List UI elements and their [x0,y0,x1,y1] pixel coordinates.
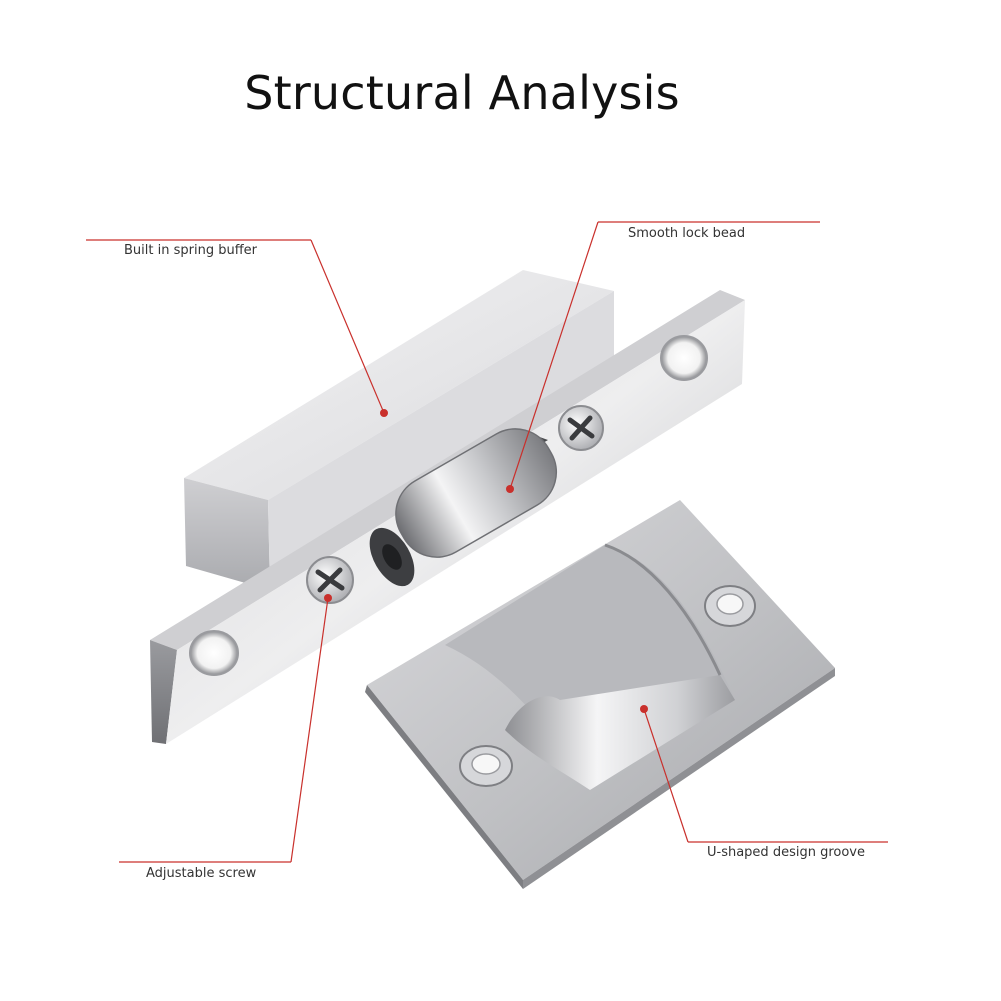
leader-bead-diagonal [509,221,599,490]
leader-spring-diagonal [310,239,385,414]
callout-lock-bead: Smooth lock bead [628,226,746,241]
lock-bead [369,428,558,587]
callout-spring-buffer: Built in spring buffer [124,243,257,258]
dot-groove [640,705,648,713]
page-title: Structural Analysis [244,66,680,120]
dot-spring [380,409,388,417]
screw-right-icon [558,405,604,451]
strike-hole-left-icon [459,745,513,787]
leader-lines [86,221,888,863]
strike-hole-right-icon [704,585,756,627]
leader-screw-diagonal [290,597,329,863]
screw-left-icon [306,556,354,604]
strike-plate [365,500,835,889]
leader-dots [324,409,648,713]
callout-adjustable-screw: Adjustable screw [146,866,257,881]
callout-design-groove: U-shaped design groove [707,845,865,860]
mounting-hole-left [189,630,239,676]
leader-groove-diagonal [643,708,689,843]
dot-screw [324,594,332,602]
u-groove [445,543,735,790]
mounting-hole-right [660,335,708,381]
dot-bead [506,485,514,493]
